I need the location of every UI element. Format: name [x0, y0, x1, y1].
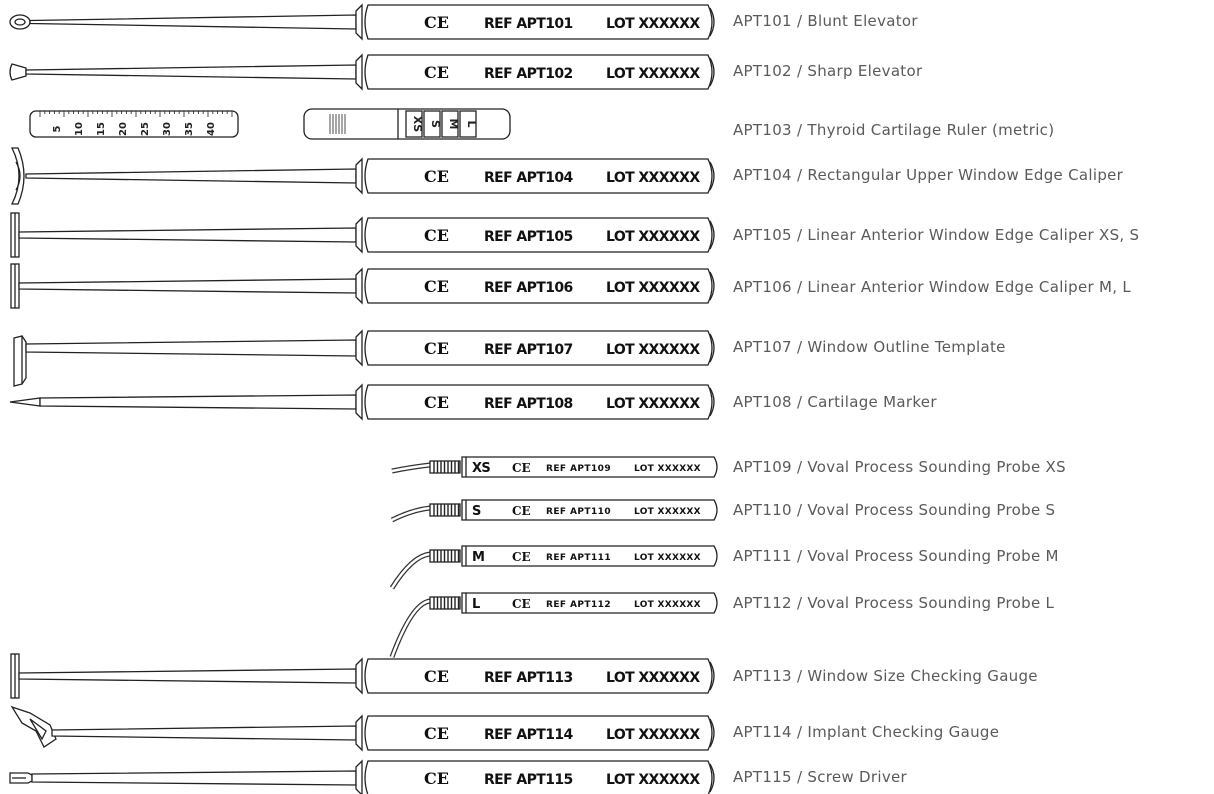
lot-label: LOT XXXXXX [606, 670, 700, 686]
lot-label: LOT XXXXXX [606, 727, 700, 743]
instrument-6: CE REF APT106 LOT XXXXXX [10, 263, 715, 309]
instrument-caption: APT109 / Voval Process Sounding Probe XS [733, 458, 1066, 476]
lot-label: LOT XXXXXX [634, 464, 701, 474]
ce-mark: CE [424, 63, 449, 82]
ref-label: REF APT107 [484, 342, 573, 358]
ref-label: REF APT112 [546, 600, 610, 610]
lot-label: LOT XXXXXX [606, 342, 700, 358]
instrument-caption: APT107 / Window Outline Template [733, 338, 1006, 356]
ruler-scale-number: 20 [118, 122, 129, 136]
ce-mark: CE [424, 13, 449, 32]
ce-mark: CE [512, 461, 531, 475]
ce-mark: CE [424, 339, 449, 358]
lot-label: LOT XXXXXX [634, 507, 701, 517]
instrument-13: CE REF APT113 LOT XXXXXX [10, 653, 715, 699]
instrument-caption: APT113 / Window Size Checking Gauge [733, 667, 1038, 685]
instrument-9: XS CE REF APT109 LOT XXXXXX [391, 456, 718, 478]
instrument-caption: APT108 / Cartilage Marker [733, 393, 937, 411]
ref-label: REF APT106 [484, 280, 573, 296]
lot-label: LOT XXXXXX [606, 229, 700, 245]
lot-label: LOT XXXXXX [606, 16, 700, 32]
instrument-caption: APT110 / Voval Process Sounding Probe S [733, 501, 1056, 519]
instrument-caption: APT106 / Linear Anterior Window Edge Cal… [733, 278, 1132, 296]
ref-label: REF APT109 [546, 464, 610, 474]
instrument-14: CE REF APT114 LOT XXXXXX [10, 705, 715, 752]
ruler-scale-number: 10 [74, 122, 85, 136]
instrument-1: CE REF APT101 LOT XXXXXX [9, 3, 715, 41]
size-mark: M [472, 550, 484, 565]
instrument-7: CE REF APT107 LOT XXXXXX [13, 329, 715, 387]
instrument-5: CE REF APT105 LOT XXXXXX [10, 212, 715, 258]
ce-mark: CE [424, 277, 449, 296]
ref-label: REF APT114 [484, 727, 574, 743]
instrument-caption: APT111 / Voval Process Sounding Probe M [733, 547, 1059, 565]
instrument-caption: APT103 / Thyroid Cartilage Ruler (metric… [733, 121, 1055, 139]
instrument-15: CE REF APT115 LOT XXXXXX [9, 759, 715, 794]
ce-mark: CE [424, 393, 449, 412]
lot-label: LOT XXXXXX [606, 772, 700, 788]
size-mark: XS [472, 461, 490, 476]
instrument-11: M CE REF APT111 LOT XXXXXX [389, 545, 718, 590]
instrument-10: S CE REF APT110 LOT XXXXXX [390, 499, 718, 523]
lot-label: LOT XXXXXX [634, 600, 701, 610]
lot-label: LOT XXXXXX [606, 396, 700, 412]
instrument-caption: APT105 / Linear Anterior Window Edge Cal… [733, 226, 1140, 244]
size-mark: L [472, 597, 480, 612]
instrument-caption: APT101 / Blunt Elevator [733, 12, 918, 30]
ruler-scale-number: 40 [206, 122, 217, 136]
ce-mark: CE [512, 550, 531, 564]
ref-label: REF APT111 [546, 553, 610, 563]
instrument-4: CE REF APT104 LOT XXXXXX [10, 147, 715, 205]
ce-mark: CE [424, 167, 449, 186]
ce-mark: CE [512, 597, 531, 611]
ruler-size-mark: M [447, 119, 460, 130]
ref-label: REF APT115 [484, 772, 573, 788]
ce-mark: CE [424, 667, 449, 686]
ruler-scale-number: 35 [184, 122, 195, 136]
ruler-scale-number: 25 [140, 122, 151, 136]
ref-label: REF APT102 [484, 66, 573, 82]
lot-label: LOT XXXXXX [606, 280, 700, 296]
ref-label: REF APT104 [484, 170, 574, 186]
instrument-2: CE REF APT102 LOT XXXXXX [9, 53, 715, 91]
size-mark: S [472, 504, 481, 519]
lot-label: LOT XXXXXX [606, 170, 700, 186]
ref-label: REF APT105 [484, 229, 573, 245]
instrument-caption: APT114 / Implant Checking Gauge [733, 723, 1000, 741]
ref-label: REF APT108 [484, 396, 573, 412]
ruler-size-mark: L [465, 120, 478, 127]
lot-label: LOT XXXXXX [634, 553, 701, 563]
ruler-scale-number: 5 [52, 125, 63, 132]
instrument-8: CE REF APT108 LOT XXXXXX [9, 383, 715, 421]
ce-mark: CE [424, 724, 449, 743]
instrument-caption: APT102 / Sharp Elevator [733, 62, 923, 80]
lot-label: LOT XXXXXX [606, 66, 700, 82]
instrument-caption: APT104 / Rectangular Upper Window Edge C… [733, 166, 1124, 184]
ref-label: REF APT110 [546, 507, 610, 517]
ref-label: REF APT101 [484, 16, 573, 32]
ref-label: REF APT113 [484, 670, 573, 686]
ruler-scale-number: 15 [96, 122, 107, 136]
ruler-scale-number: 30 [162, 122, 173, 136]
ruler-size-mark: XS [411, 116, 424, 132]
instrument-caption: APT112 / Voval Process Sounding Probe L [733, 594, 1055, 612]
ce-mark: CE [424, 226, 449, 245]
ce-mark: CE [512, 504, 531, 518]
instrument-caption: APT115 / Screw Driver [733, 768, 908, 786]
ce-mark: CE [424, 769, 449, 788]
instrument-12: L CE REF APT112 LOT XXXXXX [389, 592, 718, 658]
ruler-size-mark: S [429, 120, 442, 128]
